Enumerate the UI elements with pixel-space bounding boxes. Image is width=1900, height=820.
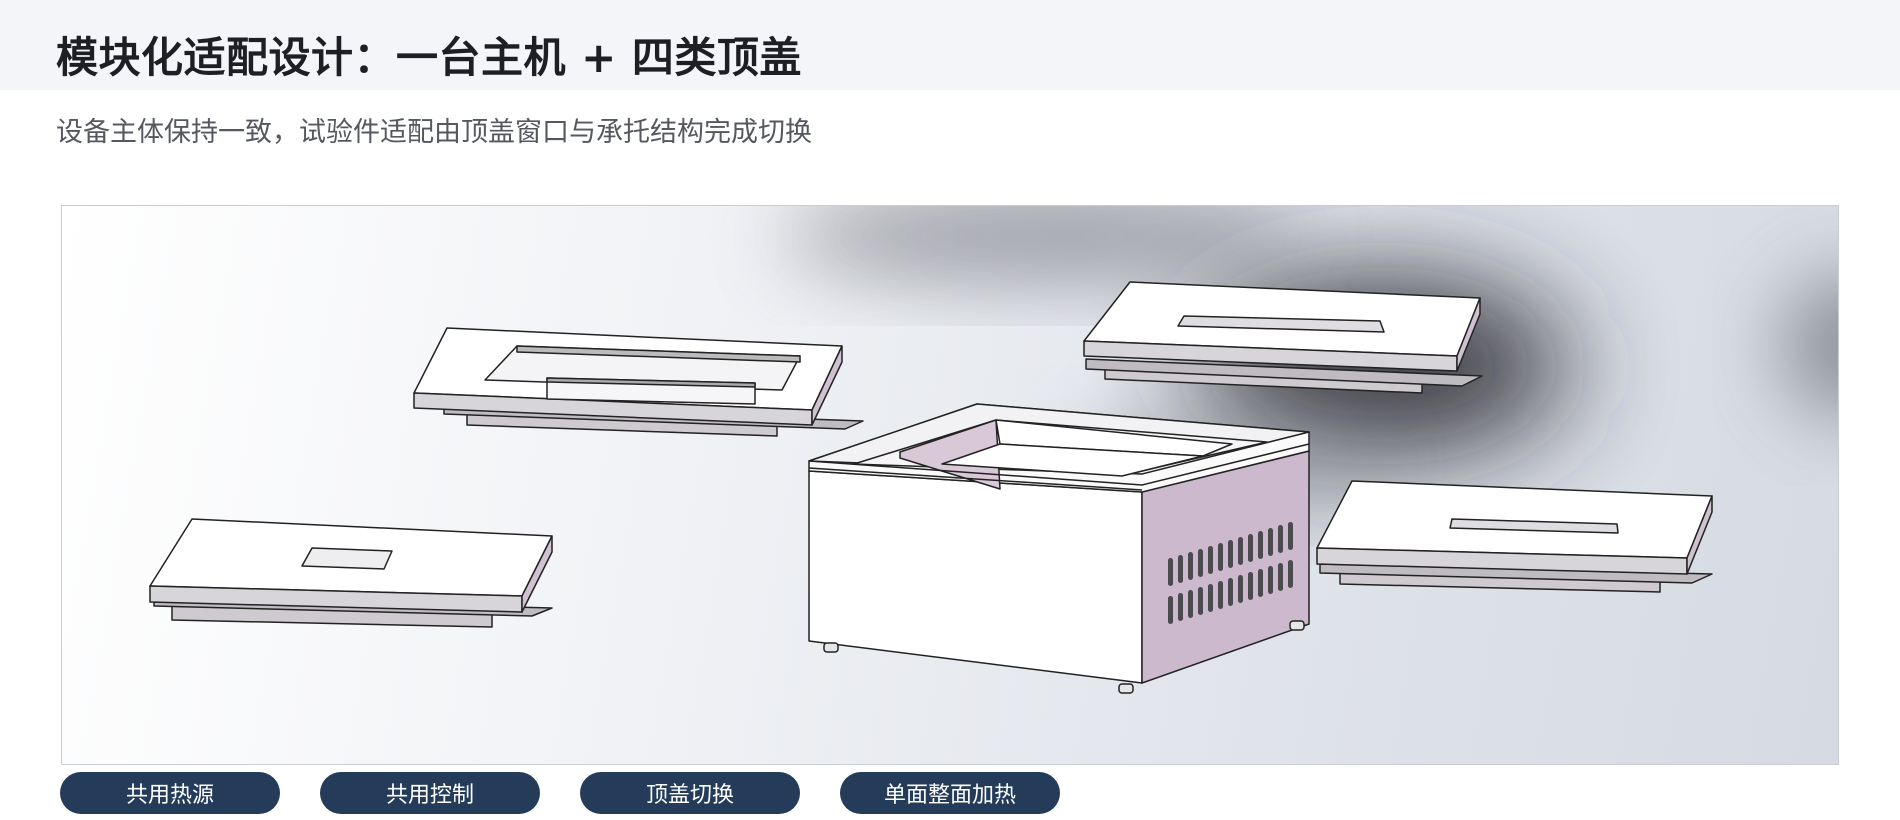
product-illustration <box>61 205 1839 765</box>
tag-single-side-full-heating: 单面整面加热 <box>840 772 1060 814</box>
tag-shared-control: 共用控制 <box>320 772 540 814</box>
cabinet-feet <box>823 620 1305 694</box>
tag-lid-switching: 顶盖切换 <box>580 772 800 814</box>
top-lid-frame-window <box>413 327 864 437</box>
top-lid-square-window <box>149 518 553 628</box>
illustration-svg <box>149 206 1838 694</box>
cabinet-vents <box>1168 522 1293 624</box>
main-cabinet <box>808 403 1310 694</box>
page-title: 模块化适配设计：一台主机 + 四类顶盖 <box>56 33 802 82</box>
page-subtitle: 设备主体保持一致，试验件适配由顶盖窗口与承托结构完成切换 <box>56 117 812 148</box>
top-lid-slot-upper <box>1083 281 1483 394</box>
top-lid-slot-lower <box>1316 480 1713 593</box>
tag-shared-heat-source: 共用热源 <box>60 772 280 814</box>
title-band <box>0 0 1900 90</box>
